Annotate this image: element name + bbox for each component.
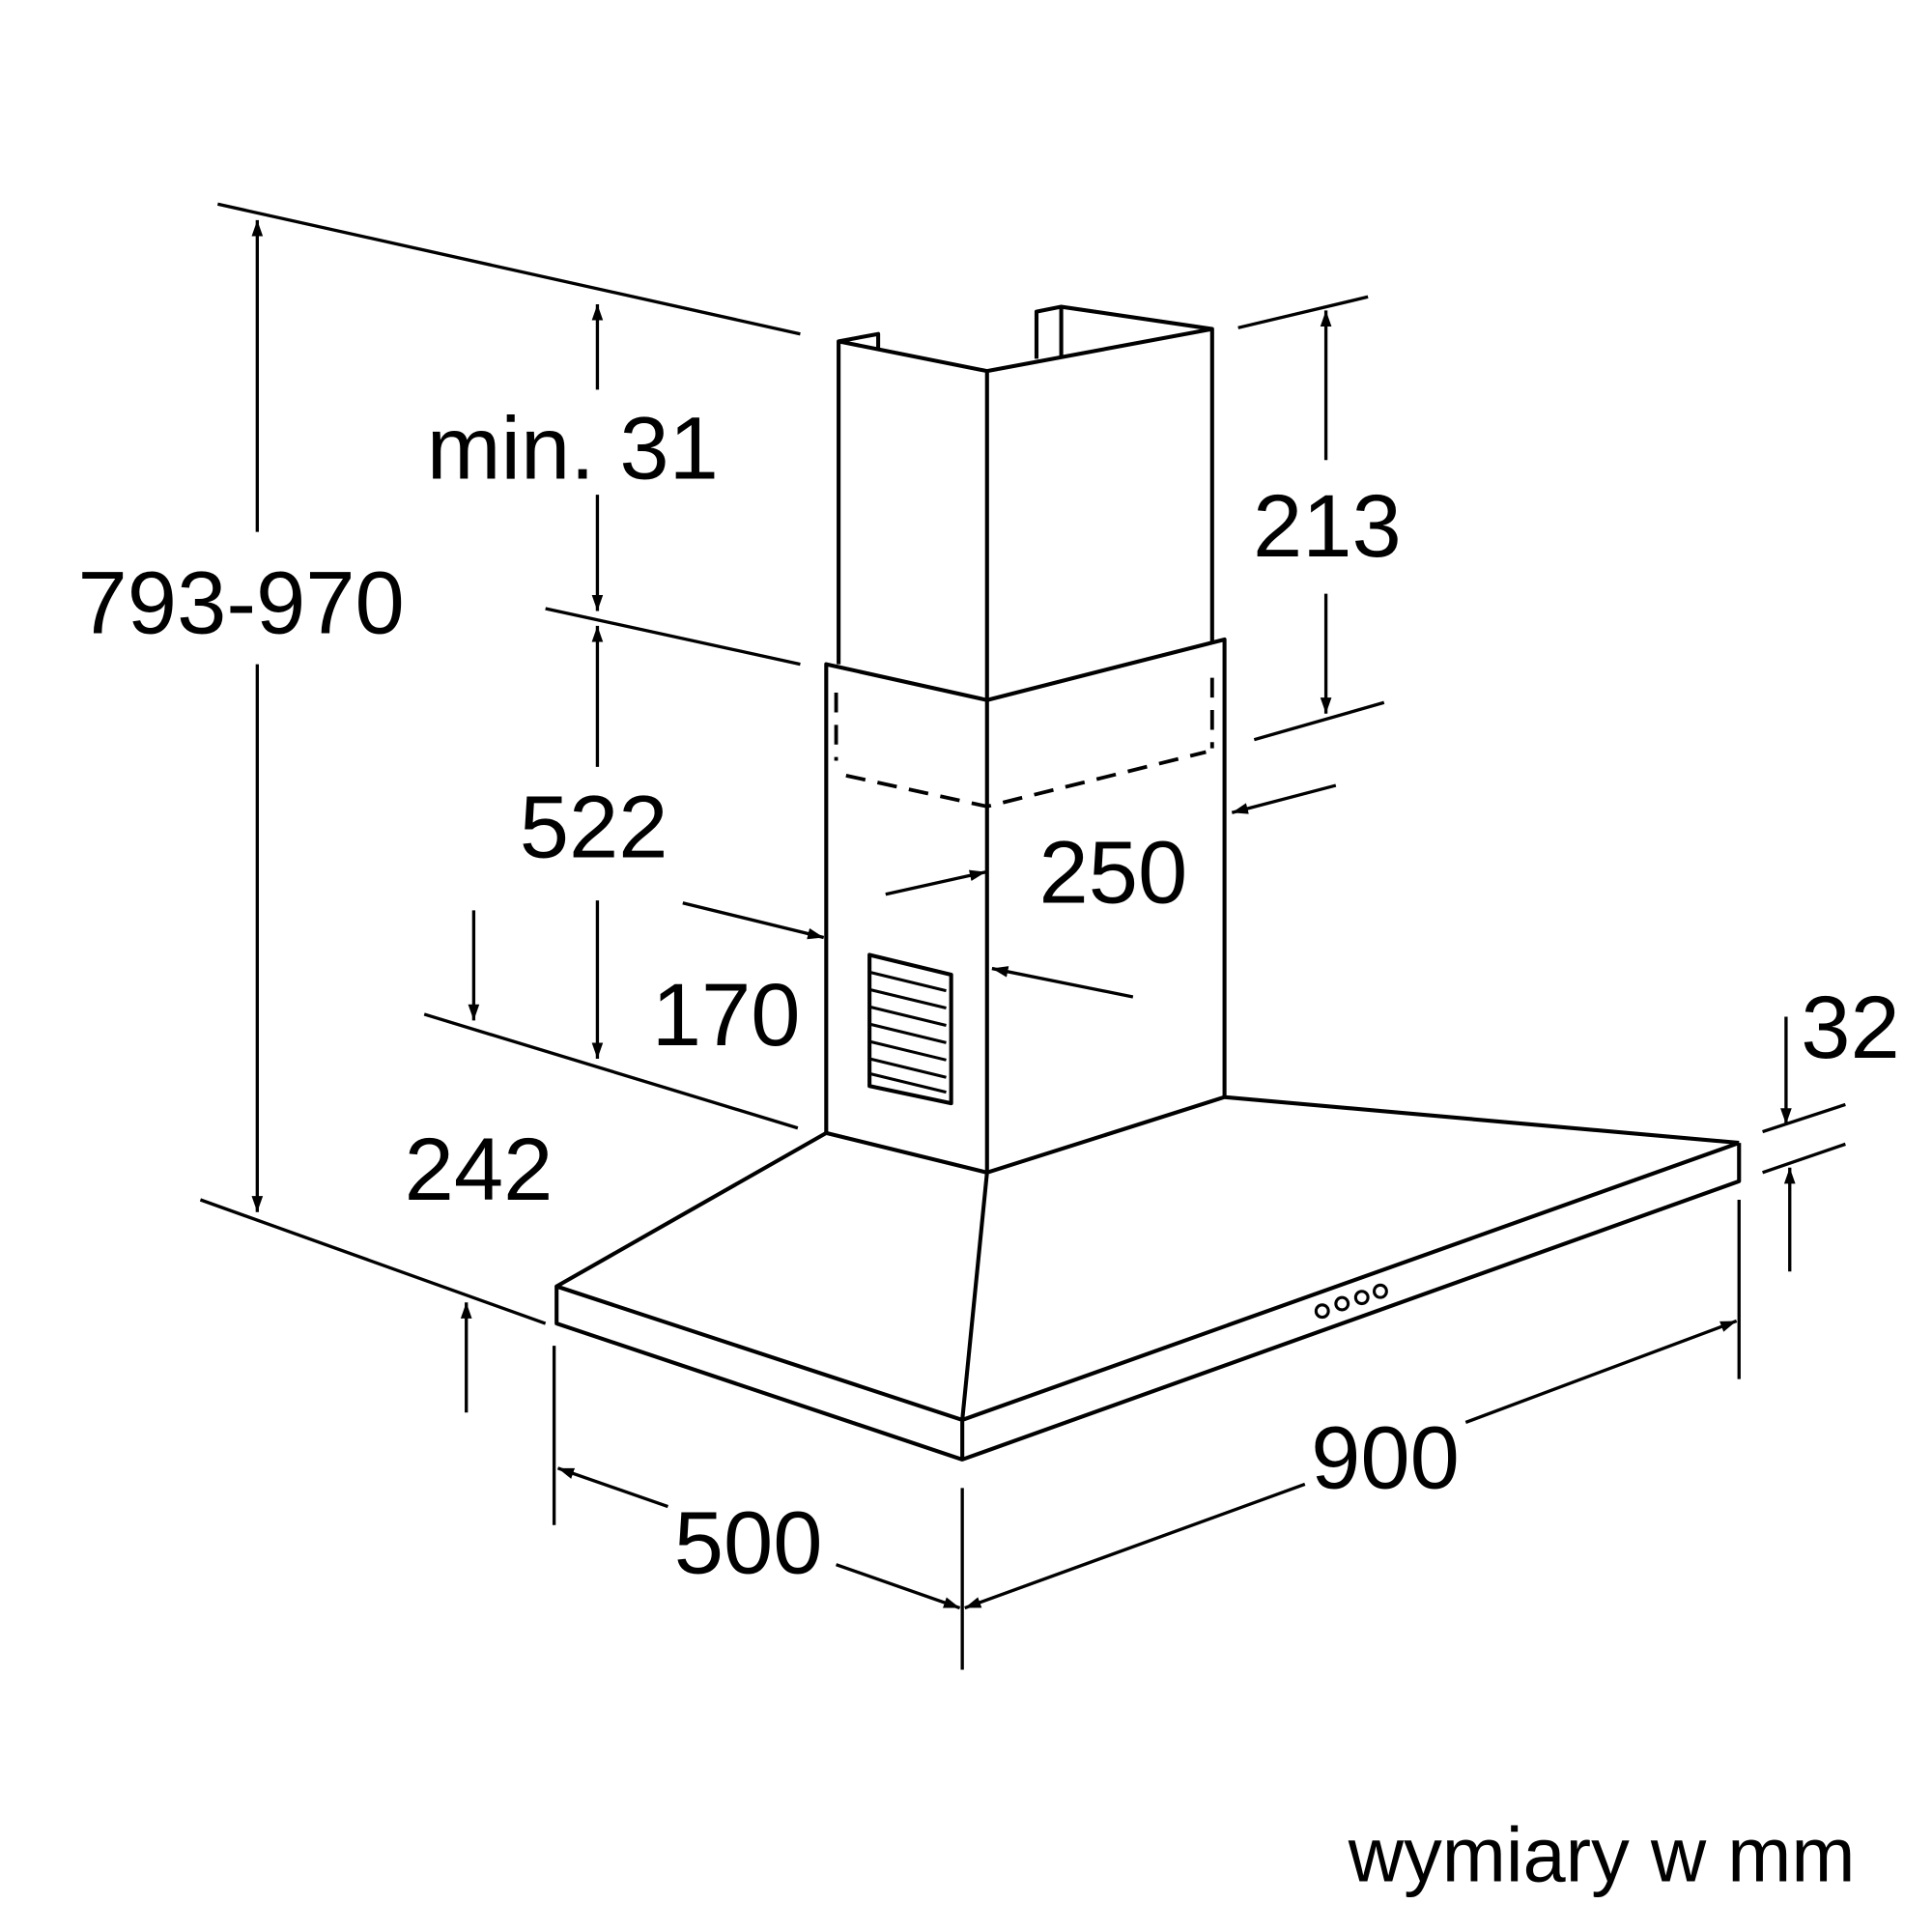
canopy	[554, 1094, 1742, 1462]
control-button-icon	[1353, 1290, 1370, 1306]
dimension-edge-thickness: 32	[1801, 978, 1900, 1077]
vent-grille	[867, 952, 953, 1106]
dimension-depth: 500	[674, 1493, 823, 1593]
hidden-overlap-line	[834, 677, 1214, 809]
extension-lines	[199, 202, 1846, 1670]
dimension-width: 900	[1311, 1407, 1460, 1507]
chimney-back-bracket	[1034, 304, 1213, 359]
dimension-upper-chimney-height: 213	[1253, 476, 1402, 576]
dimension-lower-chimney-height: 522	[520, 777, 668, 876]
dimension-arrows	[251, 219, 1796, 1610]
control-button-icon	[1334, 1295, 1350, 1312]
dimension-chimney-width: 170	[652, 965, 801, 1065]
units-note: wymiary w mm	[1348, 1812, 1856, 1898]
upper-chimney	[837, 327, 1214, 700]
dimension-chimney-depth: 250	[1038, 823, 1187, 923]
dimension-canopy-height: 242	[405, 1120, 554, 1219]
dimension-min-gap: min. 31	[427, 399, 719, 498]
control-button-icon	[1314, 1303, 1330, 1320]
hood-outline	[554, 304, 1742, 1462]
lower-chimney	[824, 637, 1227, 1173]
dimension-total-height: 793-970	[78, 554, 405, 653]
control-button-icon	[1372, 1283, 1388, 1299]
control-buttons	[1314, 1283, 1388, 1320]
